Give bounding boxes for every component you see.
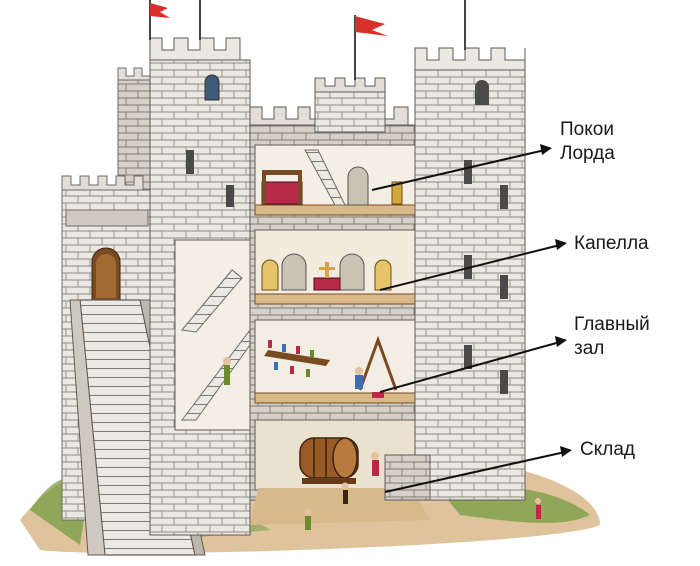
label-great-hall: Главный зал: [574, 313, 650, 361]
altar-icon: [313, 262, 341, 291]
callout-arrows: [371, 144, 572, 493]
label-lord-quarters: Покои Лорда: [560, 118, 615, 166]
label-line: Главный: [574, 314, 650, 335]
label-storage: Склад: [580, 438, 635, 462]
label-line: зал: [574, 338, 605, 359]
label-line: Склад: [580, 439, 635, 460]
figures: [304, 498, 541, 530]
main-left-tower: [149, 37, 251, 536]
barrel-icon: [299, 437, 359, 484]
table-icon: [264, 340, 330, 377]
label-line: Капелла: [574, 233, 649, 254]
flag-icon: [149, 0, 466, 80]
label-chapel: Капелла: [574, 232, 649, 256]
label-line: Покои: [560, 119, 614, 140]
bed-icon: [261, 170, 303, 205]
lord-quarters-room: [254, 144, 416, 216]
great-hall-room: [254, 319, 416, 404]
chapel-room: [254, 229, 416, 305]
label-line: Лорда: [560, 143, 615, 164]
